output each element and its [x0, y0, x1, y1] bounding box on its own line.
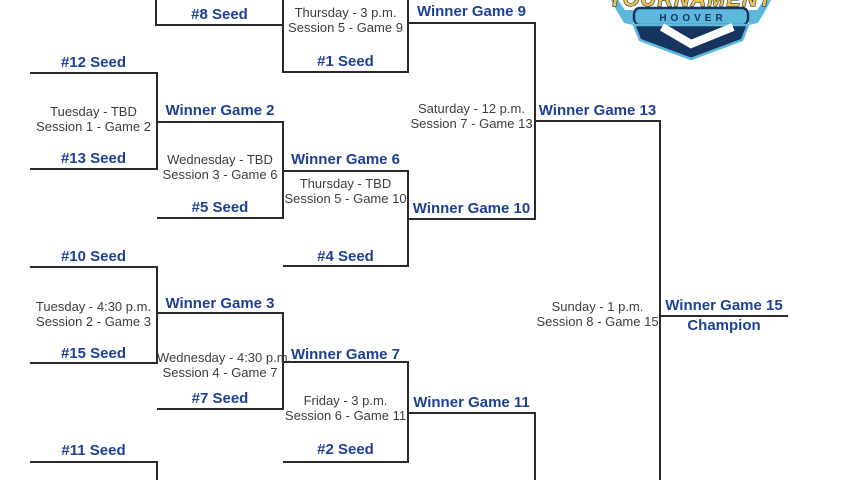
- slot-label-seed-12: #12 Seed: [60, 54, 127, 71]
- slot-label-winner-game-11: Winner Game 11: [413, 394, 530, 411]
- game-6-schedule-row1: Wednesday - TBD: [167, 152, 273, 167]
- slot-label-winner-game-6: Winner Game 6: [290, 151, 401, 168]
- slot-label-seed-11: #11 Seed: [61, 442, 126, 459]
- game-7-schedule-row1: Wednesday - 4:30 p.m.: [157, 350, 292, 365]
- game-7-schedule-row2: Session 4 - Game 7: [162, 365, 278, 380]
- game-11-schedule-row2: Session 6 - Game 11: [284, 408, 407, 423]
- logo-left-edge: [611, 0, 633, 25]
- game-7-schedule: Wednesday - 4:30 p.m. Session 4 - Game 7: [157, 350, 292, 380]
- game-10-schedule-row2: Session 5 - Game 10: [284, 191, 407, 206]
- game-6-schedule-row2: Session 3 - Game 6: [162, 167, 278, 182]
- game-2-schedule: Tuesday - TBD Session 1 - Game 2: [30, 104, 157, 134]
- game-15-schedule-row2: Session 8 - Game 15: [536, 314, 659, 329]
- logo-chevron-icon: [659, 23, 735, 49]
- game-3-schedule-row1: Tuesday - 4:30 p.m.: [35, 299, 152, 314]
- slot-label-winner-game-9: Winner Game 9: [416, 3, 527, 20]
- game-13-schedule-row2: Session 7 - Game 13: [410, 116, 533, 131]
- game-11-schedule: Friday - 3 p.m. Session 6 - Game 11: [283, 393, 408, 423]
- slot-label-seed-5: #5 Seed: [191, 199, 249, 216]
- slot-label-winner-game-3: Winner Game 3: [165, 295, 275, 312]
- game-6-schedule: Wednesday - TBD Session 3 - Game 6: [157, 152, 283, 182]
- slot-label-seed-10: #10 Seed: [60, 248, 127, 265]
- game-2-schedule-row2: Session 1 - Game 2: [36, 119, 151, 134]
- game-9-schedule: Thursday - 3 p.m. Session 5 - Game 9: [283, 5, 408, 35]
- game-9-schedule-row2: Session 5 - Game 9: [288, 20, 403, 35]
- logo-tournament-text: TOURNAMENT: [609, 0, 774, 11]
- game-2-schedule-row1: Tuesday - TBD: [50, 104, 137, 119]
- game-9-schedule-row1: Thursday - 3 p.m.: [294, 5, 397, 20]
- slot-label-seed-1: #1 Seed: [317, 53, 374, 70]
- slot-label-winner-game-13: Winner Game 13: [538, 102, 657, 119]
- slot-label-seed-15: #15 Seed: [60, 345, 127, 362]
- logo-right-edge: [749, 0, 771, 25]
- game-13-schedule: Saturday - 12 p.m. Session 7 - Game 13: [408, 101, 535, 131]
- game-15-schedule-row1: Sunday - 1 p.m.: [551, 299, 644, 314]
- game-11-schedule-row1: Friday - 3 p.m.: [303, 393, 388, 408]
- game-13-schedule-row1: Saturday - 12 p.m.: [418, 101, 525, 116]
- slot-label-seed-4: #4 Seed: [317, 248, 374, 265]
- slot-label-winner-game-10: Winner Game 10: [412, 200, 531, 217]
- slot-label-champion: Champion: [687, 317, 761, 334]
- slot-label-seed-2: #2 Seed: [317, 441, 374, 458]
- slot-label-seed-8: #8 Seed: [191, 6, 248, 23]
- slot-label-winner-game-15: Winner Game 15: [665, 297, 783, 314]
- game-10-schedule-row1: Thursday - TBD: [299, 176, 392, 191]
- slot-label-winner-game-2: Winner Game 2: [165, 102, 275, 119]
- game-3-schedule: Tuesday - 4:30 p.m. Session 2 - Game 3: [30, 299, 157, 329]
- game-15-schedule: Sunday - 1 p.m. Session 8 - Game 15: [535, 299, 660, 329]
- game-3-schedule-row2: Session 2 - Game 3: [36, 314, 151, 329]
- slot-label-seed-13: #13 Seed: [60, 150, 127, 167]
- slot-label-winner-game-7: Winner Game 7: [290, 346, 401, 363]
- slot-label-seed-7: #7 Seed: [191, 390, 249, 407]
- game-10-schedule: Thursday - TBD Session 5 - Game 10: [283, 176, 408, 206]
- logo-hoover-text: HOOVER: [659, 13, 726, 24]
- tournament-logo: TOURNAMENT HOOVER: [608, 0, 774, 61]
